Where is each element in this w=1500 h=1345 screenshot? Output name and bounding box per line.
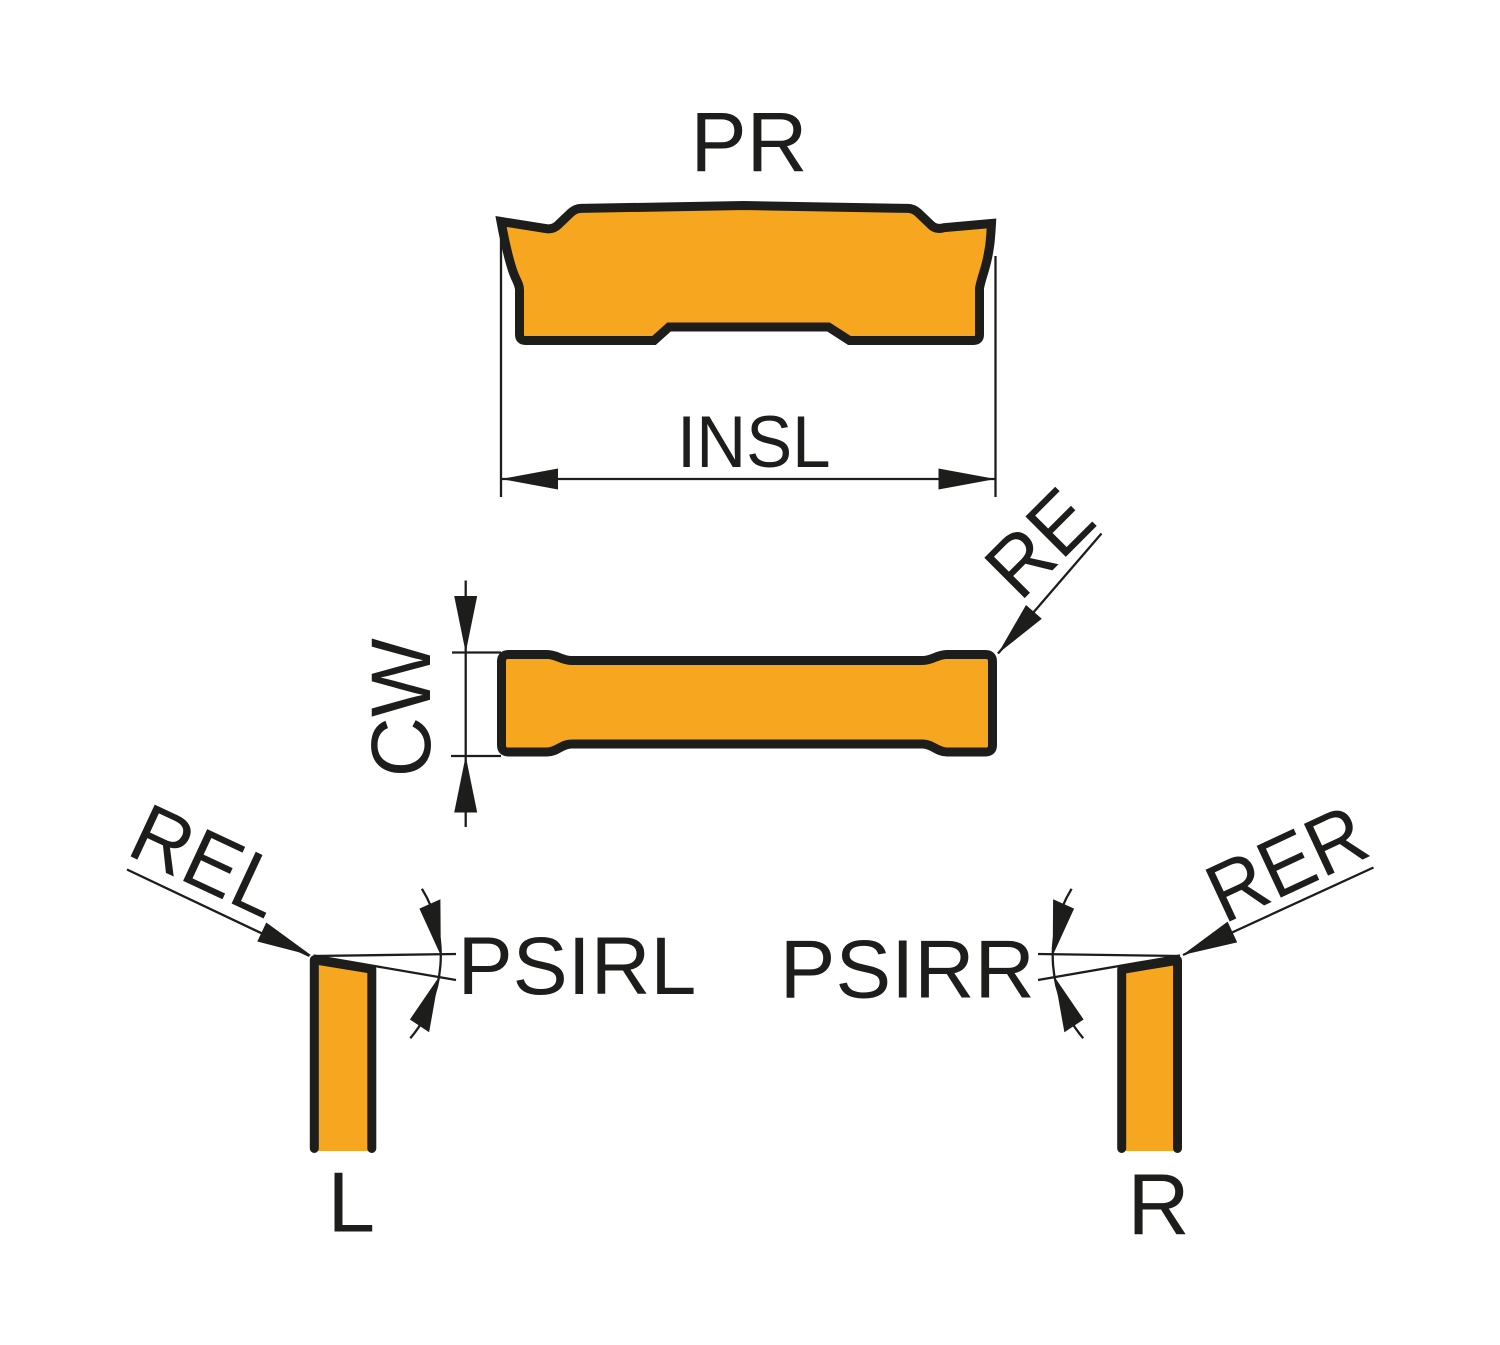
svg-text:PR: PR (691, 95, 808, 189)
svg-text:L: L (328, 1156, 376, 1251)
svg-text:PSIRL: PSIRL (458, 921, 697, 1012)
svg-text:R: R (1128, 1157, 1190, 1253)
svg-text:PSIRR: PSIRR (780, 922, 1035, 1015)
svg-text:CW: CW (354, 638, 448, 777)
svg-text:INSL: INSL (677, 400, 831, 483)
